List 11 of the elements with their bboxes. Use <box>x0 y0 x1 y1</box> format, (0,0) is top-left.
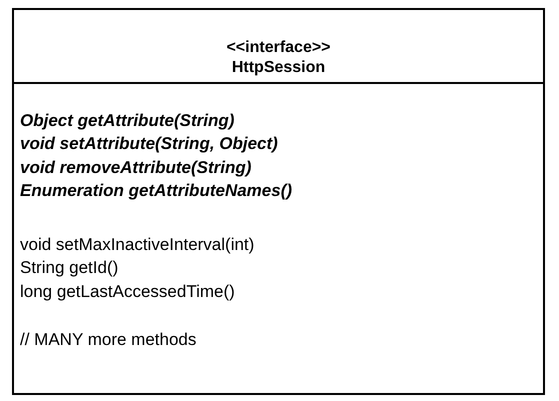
abstract-method: void removeAttribute(String) <box>20 158 252 178</box>
method: String getId() <box>20 258 118 278</box>
stereotype-label: <<interface>> <box>225 38 332 58</box>
abstract-method: void setAttribute(String, Object) <box>20 134 278 154</box>
method: void setMaxInactiveInterval(int) <box>20 235 254 255</box>
abstract-method: Enumeration getAttributeNames() <box>20 181 292 201</box>
method: long getLastAccessedTime() <box>20 282 235 302</box>
class-box <box>12 8 545 395</box>
class-name: HttpSession <box>230 58 326 78</box>
method: // MANY more methods <box>20 330 196 350</box>
abstract-method: Object getAttribute(String) <box>20 111 234 131</box>
